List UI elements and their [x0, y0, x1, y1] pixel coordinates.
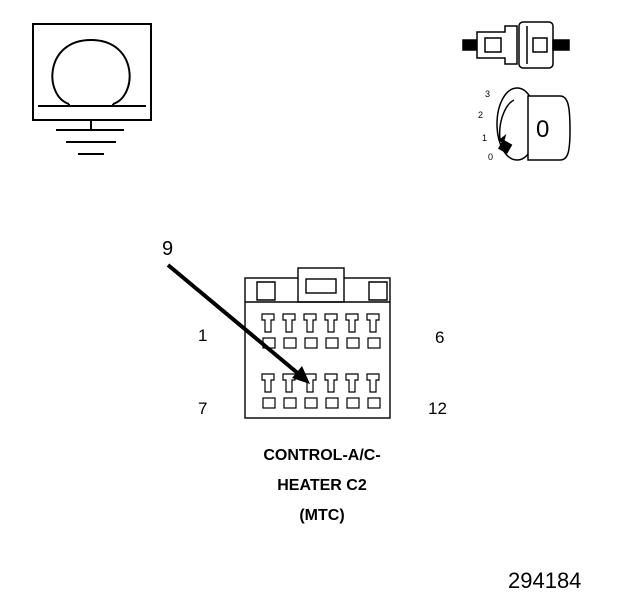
pin-label-12: 12 [428, 399, 447, 418]
connector-title-line-3: (MTC) [299, 507, 345, 524]
connector-face [244, 267, 391, 419]
pin-cavity-top-4 [324, 313, 339, 349]
pin-cavity-bottom-4 [324, 373, 339, 409]
pin-cavity-bottom-5 [345, 373, 360, 409]
switch-position-2: 2 [478, 110, 484, 120]
key-position-label: 0 [536, 116, 550, 143]
connector-title-line-1: CONTROL-A/C- [263, 447, 381, 464]
pin-label-7: 7 [198, 399, 208, 418]
callout-arrow [166, 263, 310, 384]
switch-position-3: 3 [485, 89, 491, 99]
pin-cavity-top-3 [303, 313, 318, 349]
pin-callout-9: 9 [162, 238, 174, 260]
pin-row-top [261, 313, 381, 349]
pin-cavity-bottom-1 [261, 373, 276, 409]
disconnect-connector-icon [462, 21, 570, 69]
pin-cavity-top-5 [345, 313, 360, 349]
pin-label-1: 1 [198, 326, 208, 345]
pin-label-6: 6 [435, 328, 445, 347]
ohmmeter-symbol [32, 23, 152, 155]
switch-position-1: 1 [482, 133, 488, 143]
pin-cavity-top-2 [282, 313, 297, 349]
connector-title-line-2: HEATER C2 [277, 477, 367, 494]
figure-number: 294184 [508, 568, 582, 593]
ignition-key-icon [496, 87, 571, 161]
omega-icon [51, 38, 131, 105]
pin-cavity-bottom-6 [366, 373, 381, 409]
pin-cavity-top-6 [366, 313, 381, 349]
switch-position-0: 0 [488, 152, 494, 162]
pin-row-bottom [261, 373, 381, 409]
